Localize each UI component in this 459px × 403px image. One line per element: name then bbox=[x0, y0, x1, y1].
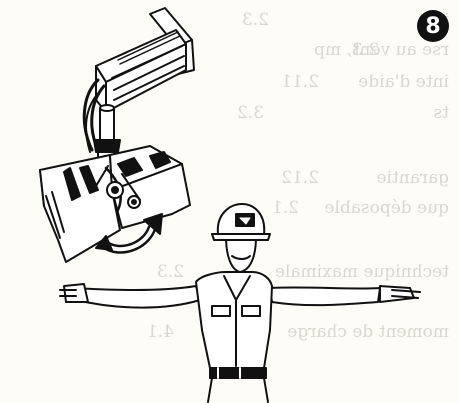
crane-boom bbox=[84, 8, 194, 164]
